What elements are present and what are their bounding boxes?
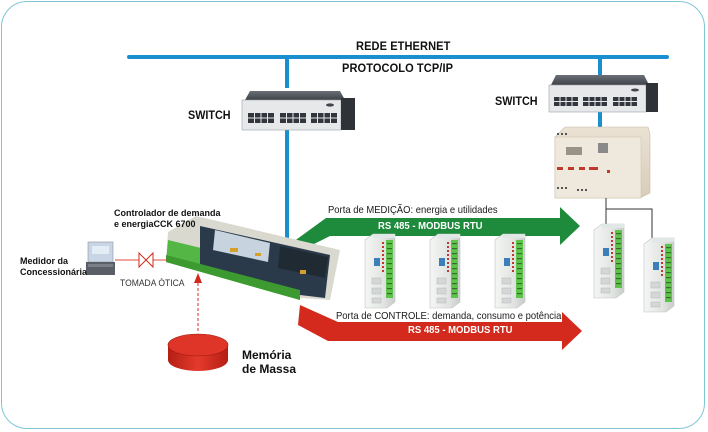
rs485-wiring-right — [605, 198, 653, 238]
control-arrow — [298, 305, 582, 350]
io-module-icon — [593, 223, 625, 299]
meter-label: Medidor da Concessionária — [20, 256, 87, 278]
gateway-device-icon — [554, 126, 651, 199]
io-module-icon — [364, 233, 396, 309]
switch-left-icon — [241, 91, 355, 131]
measurement-arrow — [282, 207, 580, 256]
memory-link — [194, 273, 202, 333]
switch-left-label: SWITCH — [188, 108, 231, 122]
mass-memory-icon — [167, 333, 229, 371]
memory-label-line1: Memória — [242, 348, 292, 362]
network-protocol: PROTOCOLO TCP/IP — [342, 61, 454, 75]
switch-right-label: SWITCH — [495, 94, 538, 108]
optical-port-label: TOMADA ÓTICA — [120, 278, 185, 289]
ethernet-bus — [127, 55, 669, 250]
memory-label-line2: de Massa — [242, 362, 297, 376]
io-module-icon — [429, 233, 461, 309]
controller-label-line2: e energiaCCK 6700 — [114, 219, 196, 229]
optical-link — [115, 251, 168, 269]
io-module-icon — [494, 233, 526, 309]
network-title: REDE ETHERNET — [356, 39, 451, 53]
controller-board-icon — [166, 216, 340, 300]
meter-label-line2: Concessionária — [20, 267, 88, 277]
controller-label-line1: Controlador de demanda — [114, 208, 221, 218]
meter-label-line1: Medidor da — [20, 256, 69, 266]
controller-label: Controlador de demanda e energiaCCK 6700 — [114, 208, 221, 230]
control-bus-label: RS 485 - MODBUS RTU — [408, 325, 513, 336]
control-port-label: Porta de CONTROLE: demanda, consumo e po… — [336, 310, 562, 322]
memory-label: Memória de Massa — [242, 348, 296, 376]
measurement-port-label: Porta de MEDIÇÃO: energia e utilidades — [328, 204, 498, 216]
measurement-bus-label: RS 485 - MODBUS RTU — [378, 221, 483, 232]
io-module-icon — [643, 237, 675, 313]
switch-right-icon — [548, 75, 658, 113]
utility-meter-icon — [86, 241, 115, 275]
